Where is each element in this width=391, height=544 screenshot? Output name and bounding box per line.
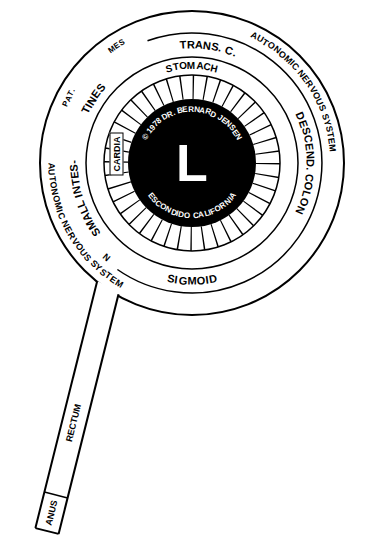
label-letter: D: [208, 273, 218, 285]
label-letter: M: [187, 61, 195, 71]
label-letter: A: [196, 61, 204, 72]
label-letter: .: [304, 167, 315, 171]
eye-side-letter: L: [176, 137, 208, 189]
label-letter: O: [179, 61, 188, 72]
label-letter: T: [179, 40, 187, 51]
label-letter: E: [326, 137, 336, 144]
rectum-wall: [35, 281, 97, 528]
label-letter: D: [304, 159, 315, 167]
zone-name: CARDIA: [113, 133, 122, 174]
iris-spokes: [116, 87, 268, 239]
label-letter: N: [233, 133, 243, 142]
label-letter: N: [304, 150, 316, 159]
label-letter: -: [68, 160, 79, 164]
iris-outline: [40, 11, 344, 315]
pupil-circle: © 1978 DR. BERNARD JENSENLESCONDIDO CALI…: [128, 99, 256, 227]
zone-box: CARDIA: [110, 132, 124, 175]
stomach-ring-outer: [86, 57, 298, 269]
label-letter: M: [187, 275, 196, 286]
label-letter: U: [47, 169, 56, 176]
label-letter: A: [195, 39, 204, 50]
anus-end: [35, 528, 58, 534]
anus-divider: [44, 492, 67, 498]
label-letter: O: [184, 212, 191, 221]
label-letter: S: [68, 164, 79, 172]
zone-boundary: [117, 33, 322, 293]
label-letter: T: [172, 62, 180, 73]
label-letter: G: [178, 275, 187, 287]
label-letter: ©: [141, 133, 151, 142]
label-letter: E: [182, 106, 188, 115]
stomach-ring-inner: [104, 75, 280, 251]
label-letter: A: [46, 162, 55, 169]
label-letter: E: [303, 142, 315, 151]
rectum-fill: [35, 281, 119, 534]
label-letter: R: [188, 106, 194, 114]
label-letter: E: [69, 171, 81, 179]
label-letter: O: [196, 275, 205, 287]
label-letter: R: [187, 39, 195, 50]
label-letter: M: [327, 143, 337, 151]
